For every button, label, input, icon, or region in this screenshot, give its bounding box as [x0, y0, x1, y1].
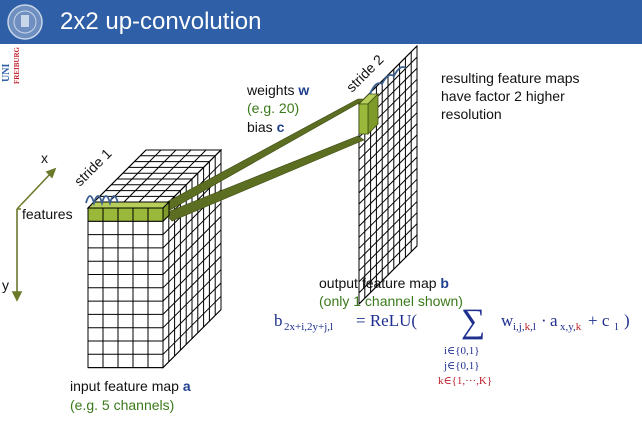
weights-example: (e.g. 20) [247, 100, 300, 116]
bias-label: bias c [247, 119, 285, 135]
formula-range-j: j∈{0,1} [443, 360, 480, 372]
grid-line [162, 216, 222, 275]
result-line3: resolution [441, 106, 502, 122]
grid-line [358, 234, 418, 294]
univ-line1: UNI [1, 64, 12, 82]
grid-line [358, 212, 418, 272]
svg-text:i,j,k,l: i,j,k,l [513, 321, 536, 333]
svg-text:x,y,k: x,y,k [560, 321, 582, 333]
formula-lhs: b [274, 311, 283, 330]
grid-line [358, 201, 418, 260]
grid-line [162, 269, 222, 329]
stride2-arrow [369, 66, 407, 95]
grid-line [162, 309, 222, 368]
result-line2: have factor 2 higher [441, 88, 565, 104]
grid-line [358, 145, 418, 205]
stride1-label: stride 1 [71, 145, 115, 189]
weights-label: weights w [247, 82, 310, 98]
input-highlight-row [86, 200, 171, 223]
weight-bar-bottom [164, 135, 365, 222]
university-seal-icon [7, 4, 43, 40]
axis-y-label: y [2, 277, 9, 293]
formula-lhs-sub: 2x+i,2y+j,l [284, 321, 333, 333]
formula-c-sub: l [615, 321, 618, 333]
grid-line [358, 245, 418, 305]
formula-plus-c: + c [588, 311, 610, 330]
formula-range-k: k∈{1,···,K} [438, 375, 492, 387]
input-highlight-top [86, 201, 171, 209]
output-note: (only 1 channel shown) [319, 293, 463, 309]
header-bar: 2x2 up-convolution [0, 0, 642, 44]
grid-line [358, 134, 418, 194]
x-axis-arrow [16, 171, 53, 210]
formula-dot: · [541, 311, 547, 330]
stride1-arrow [85, 195, 119, 207]
formula-sum-sign: ∑ [461, 303, 485, 340]
grid-line [162, 242, 222, 302]
input-label: input feature map a [70, 378, 191, 394]
output-feature-map [358, 44, 418, 306]
formula: b 2x+i,2y+j,l = ReLU( ∑ w i,j,k,l · a x,… [274, 303, 630, 387]
formula-w: w [501, 311, 514, 330]
grid-line [358, 156, 418, 216]
output-label: output feature map b [319, 275, 449, 291]
grid-line [162, 229, 222, 289]
grid-line [358, 101, 418, 160]
formula-range-i: i∈{0,1} [444, 345, 480, 357]
input-feature-volume [86, 148, 223, 369]
grid-line [162, 256, 222, 315]
grid-line [358, 190, 418, 249]
grid-line [358, 178, 418, 238]
grid-line [358, 167, 418, 227]
input-note: (e.g. 5 channels) [70, 397, 175, 413]
axis-triad [11, 167, 78, 302]
grid-line [162, 295, 222, 355]
slide-title: 2x2 up-convolution [60, 8, 262, 35]
grid-line [358, 223, 418, 283]
result-line1: resulting feature maps [441, 70, 580, 86]
grid-line [358, 90, 418, 149]
grid-line [162, 282, 222, 342]
university-wordmark: UNI FREIBURG [1, 46, 21, 84]
formula-a: a [550, 311, 558, 330]
grid-line [358, 112, 418, 172]
univ-line2: FREIBURG [13, 46, 21, 84]
grid-line [162, 149, 222, 209]
grid-line [162, 202, 222, 262]
grid-line [358, 123, 418, 183]
axis-features-label: features [22, 206, 73, 222]
formula-close: ) [624, 311, 630, 330]
axis-x-label: x [41, 150, 48, 166]
input-highlight-front [87, 207, 164, 222]
output-highlight-cell [358, 93, 379, 135]
formula-eq: = ReLU( [356, 311, 417, 330]
upconv-diagram: x y features stride 1 stride 2 [2, 44, 418, 369]
